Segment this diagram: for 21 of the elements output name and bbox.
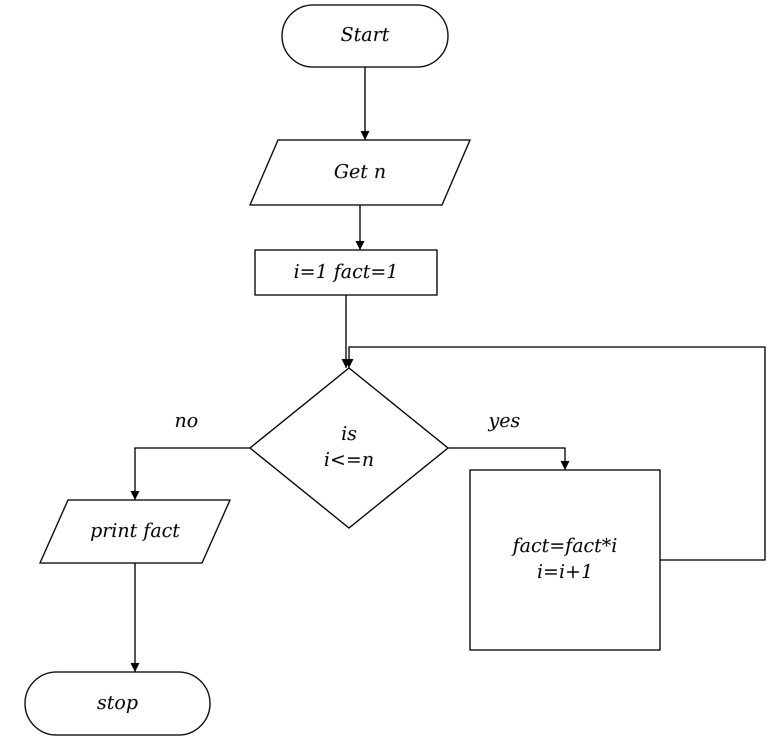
terminal-shape: [282, 5, 448, 67]
arrow: [344, 346, 766, 561]
terminal-shape: [25, 672, 210, 735]
node-text: print fact: [90, 518, 180, 544]
io-parallelogram: [250, 140, 470, 205]
node-text: stop: [97, 690, 138, 716]
arrow: [342, 295, 350, 368]
arrow: [130, 447, 250, 500]
node-text: is i<=n: [322, 422, 376, 473]
decision-diamond: [250, 368, 448, 528]
arrow: [360, 67, 370, 140]
node-text: i=1 fact=1: [294, 260, 398, 285]
process-box: [255, 250, 437, 295]
arrow: [356, 205, 364, 250]
process-box: [470, 470, 660, 650]
arrow: [448, 447, 570, 470]
node-text: Get n: [334, 160, 386, 185]
io-parallelogram: [40, 500, 230, 563]
arrow: [130, 563, 140, 672]
node-text: Start: [340, 23, 390, 48]
node-text: fact=fact*i i=i+1: [510, 534, 618, 585]
